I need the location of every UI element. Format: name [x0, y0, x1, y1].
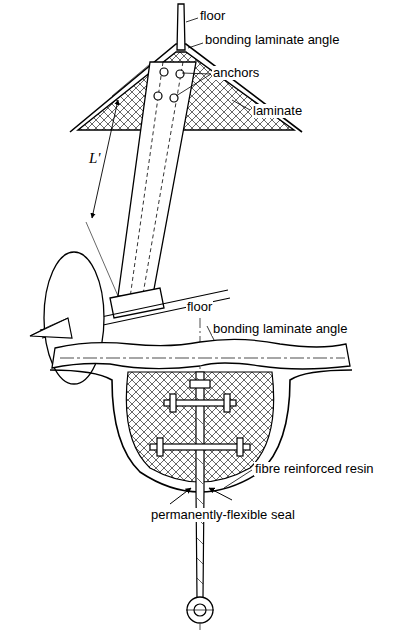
floor-plate: [177, 4, 185, 50]
strut-blade: [118, 62, 196, 300]
part-label: floor: [186, 300, 213, 314]
part-label: anchors: [212, 66, 260, 80]
dimension-label: L': [88, 150, 102, 167]
part-label: permanently-flexible seal: [150, 508, 296, 522]
part-label: fibre reinforced resin: [254, 462, 375, 476]
part-label: laminate: [252, 104, 303, 118]
part-label: bonding laminate angle: [204, 33, 340, 47]
part-label: bonding laminate angle: [212, 322, 348, 336]
part-label: floor: [199, 9, 226, 23]
floor-section: [52, 339, 350, 369]
